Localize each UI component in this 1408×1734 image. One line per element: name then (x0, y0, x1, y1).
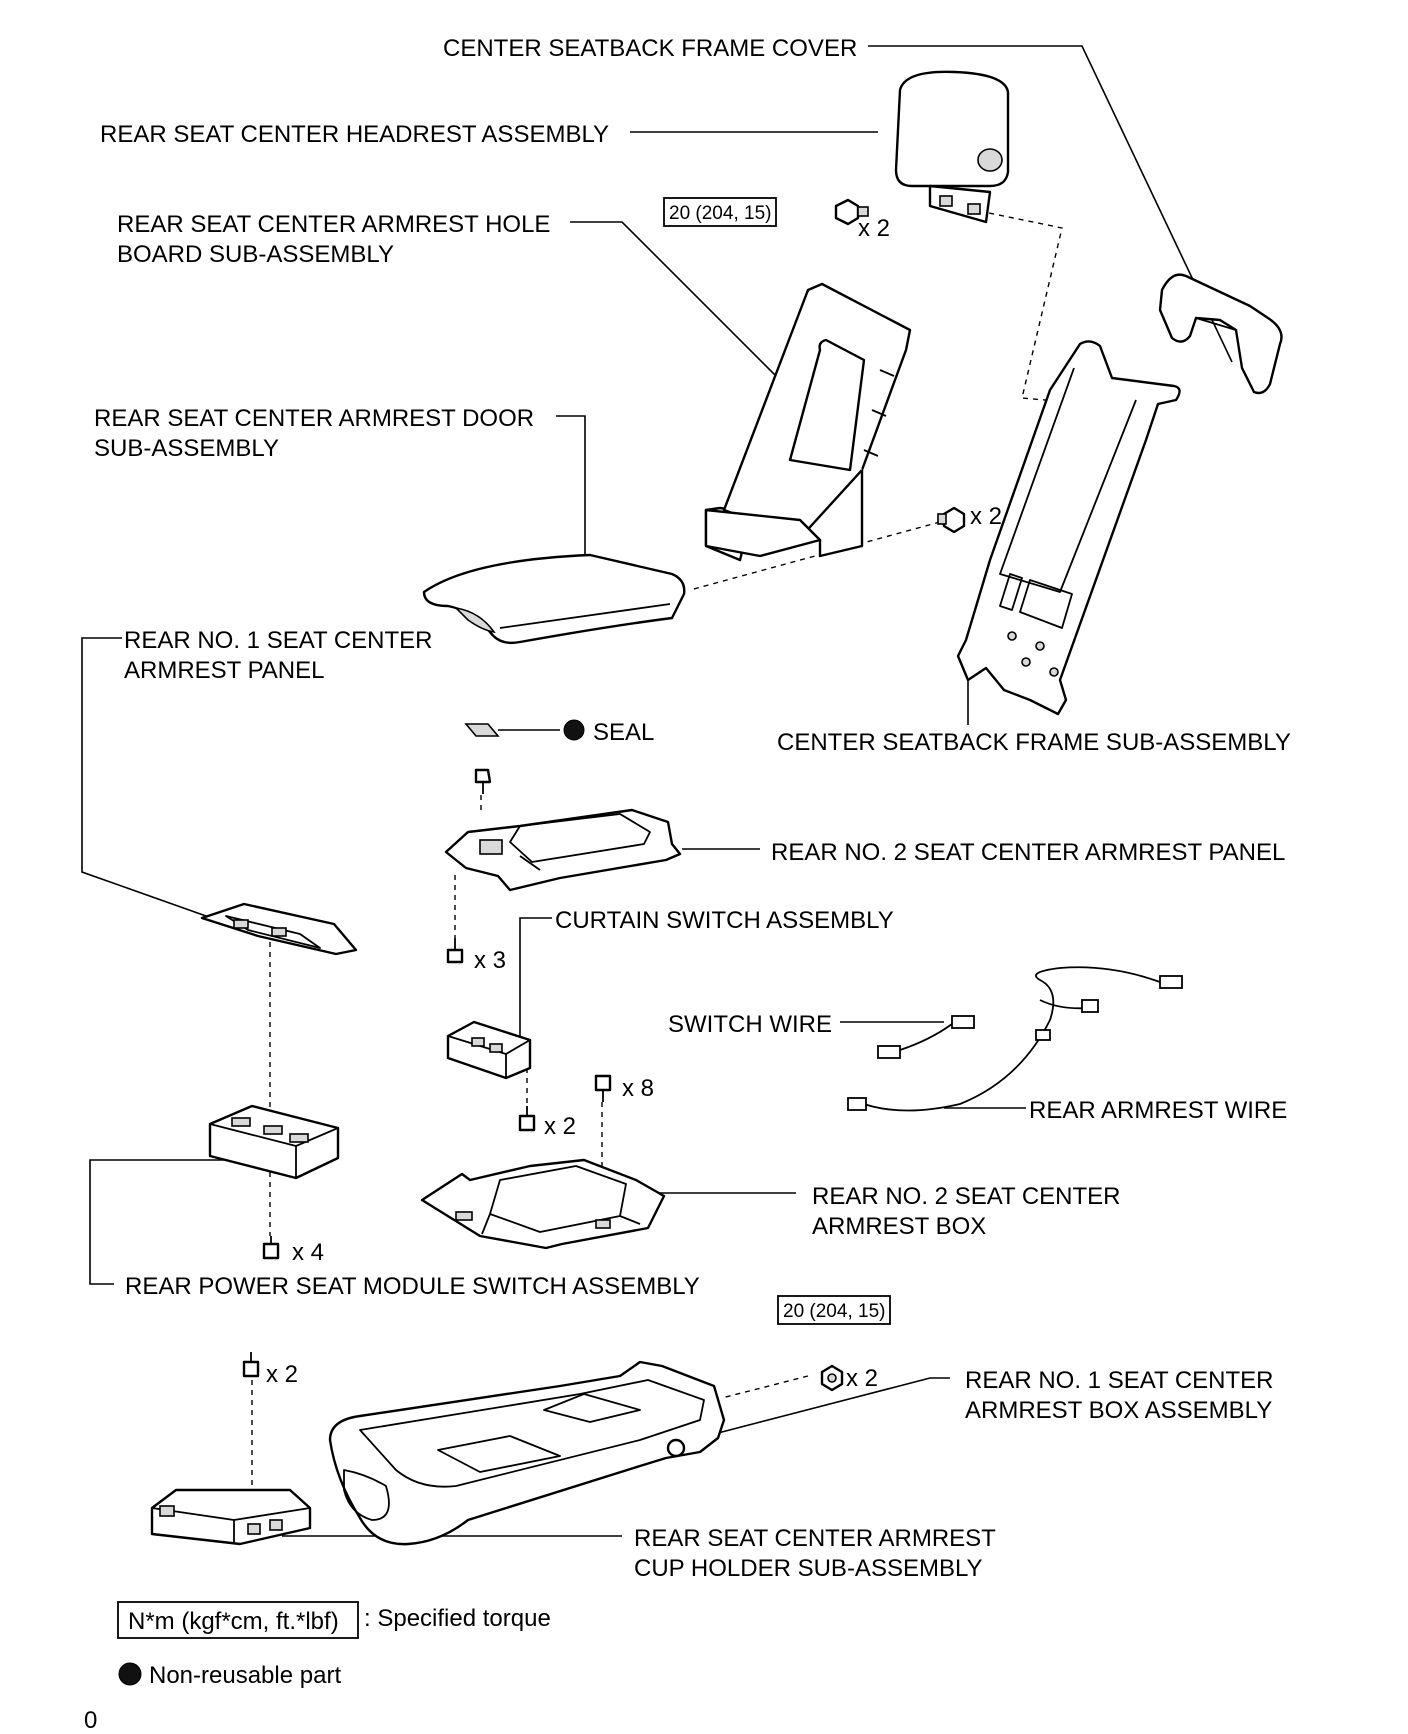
legend-torque-box (117, 1601, 359, 1639)
label-door-line1: REAR SEAT CENTER ARMREST DOOR (94, 405, 534, 432)
torque-box-nut-text: 20 (204, 15) (783, 1301, 885, 1322)
no2-box-screw (594, 1074, 612, 1102)
leader-frame-cover (868, 45, 1233, 363)
label-no1-panel-line2: ARMREST PANEL (124, 657, 325, 684)
label-center-seatback-frame-cover: CENTER SEATBACK FRAME COVER (443, 35, 857, 62)
label-hole-board-line2: BOARD SUB-ASSEMBLY (117, 241, 394, 268)
hole-board-part (704, 282, 912, 562)
no2-box-part (420, 1158, 666, 1250)
no2-panel-screw (446, 938, 464, 964)
label-no2-panel: REAR NO. 2 SEAT CENTER ARMREST PANEL (771, 839, 1285, 866)
qty-cup-holder-screw: x 2 (266, 1361, 298, 1388)
non-reusable-dot-icon (118, 1662, 142, 1686)
power-switch-part (208, 1104, 340, 1180)
legend-torque-units: N*m (kgf*cm, ft.*lbf) (128, 1608, 339, 1635)
figure-code: 0 (84, 1707, 97, 1734)
seal-part (464, 719, 585, 741)
headrest-bolt (834, 198, 869, 226)
legend-non-reusable: Non-reusable part (149, 1662, 341, 1689)
label-no1-box-line1: REAR NO. 1 SEAT CENTER (965, 1367, 1274, 1394)
switch-wire-part (877, 1015, 975, 1059)
label-no2-box-line2: ARMREST BOX (812, 1213, 986, 1240)
headrest-part (894, 70, 1010, 224)
power-switch-screw (262, 1236, 280, 1260)
label-seal: SEAL (593, 719, 654, 746)
label-seatback-frame-sub-assembly: CENTER SEATBACK FRAME SUB-ASSEMBLY (777, 729, 1291, 756)
qty-power-switch-screw: x 4 (292, 1239, 324, 1266)
torque-spec-box-nut: 20 (204, 15) (777, 1295, 891, 1325)
leader-no1-box (667, 1377, 950, 1447)
curtain-switch-part (446, 1020, 532, 1080)
seatback-frame-part (956, 340, 1181, 716)
no2-panel-top-screw (474, 768, 492, 794)
leader-curtain-switch (519, 917, 552, 1036)
label-rear-armrest-wire: REAR ARMREST WIRE (1029, 1097, 1287, 1124)
armrest-wire-part (847, 966, 1183, 1112)
torque-spec-headrest: 20 (204, 15) (663, 197, 777, 227)
label-hole-board-line1: REAR SEAT CENTER ARMREST HOLE (117, 211, 550, 238)
qty-hole-board-screw: x 2 (970, 503, 1002, 530)
part-labels: CENTER SEATBACK FRAME COVER REAR SEAT CE… (94, 35, 1291, 1582)
cup-holder-part (150, 1488, 312, 1546)
curtain-switch-screw (518, 1106, 536, 1132)
label-door-line2: SUB-ASSEMBLY (94, 435, 279, 462)
hole-board-screw (937, 506, 966, 534)
label-switch-wire: SWITCH WIRE (668, 1011, 832, 1038)
leader-hole-board (570, 221, 781, 381)
cup-holder-screw (242, 1352, 260, 1378)
leader-power-switch (89, 1159, 232, 1285)
leader-door (556, 415, 586, 555)
armrest-door-part (422, 553, 686, 645)
qty-no2-panel-screw: x 3 (474, 947, 506, 974)
qty-no2-box-screw: x 8 (622, 1075, 654, 1102)
qty-box-nut: x 2 (846, 1365, 878, 1392)
label-no2-box-line1: REAR NO. 2 SEAT CENTER (812, 1183, 1121, 1210)
label-no1-panel-line1: REAR NO. 1 SEAT CENTER (124, 627, 433, 654)
label-headrest-assembly: REAR SEAT CENTER HEADREST ASSEMBLY (100, 121, 609, 148)
label-curtain-switch: CURTAIN SWITCH ASSEMBLY (555, 907, 894, 934)
dash-box-nut (721, 1375, 809, 1399)
qty-headrest-bolt: x 2 (858, 215, 890, 242)
label-cup-holder-line2: CUP HOLDER SUB-ASSEMBLY (634, 1555, 983, 1582)
no2-panel-part (444, 808, 682, 892)
leader-no1-panel (81, 637, 207, 917)
dash-door-frame (689, 521, 941, 591)
label-cup-holder-line1: REAR SEAT CENTER ARMREST (634, 1525, 996, 1552)
frame-cover-part (1158, 273, 1283, 395)
box-nut (820, 1364, 844, 1392)
no1-box-part (328, 1360, 726, 1546)
torque-headrest-text: 20 (204, 15) (669, 203, 771, 224)
leader-lines (81, 45, 1233, 1537)
qty-curtain-switch-screw: x 2 (544, 1113, 576, 1140)
legend-torque-desc: : Specified torque (364, 1605, 551, 1632)
label-power-switch: REAR POWER SEAT MODULE SWITCH ASSEMBLY (125, 1273, 700, 1300)
label-no1-box-line2: ARMREST BOX ASSEMBLY (965, 1397, 1272, 1424)
legend: N*m (kgf*cm, ft.*lbf) : Specified torque… (84, 1601, 551, 1734)
no1-panel-part (200, 902, 358, 956)
